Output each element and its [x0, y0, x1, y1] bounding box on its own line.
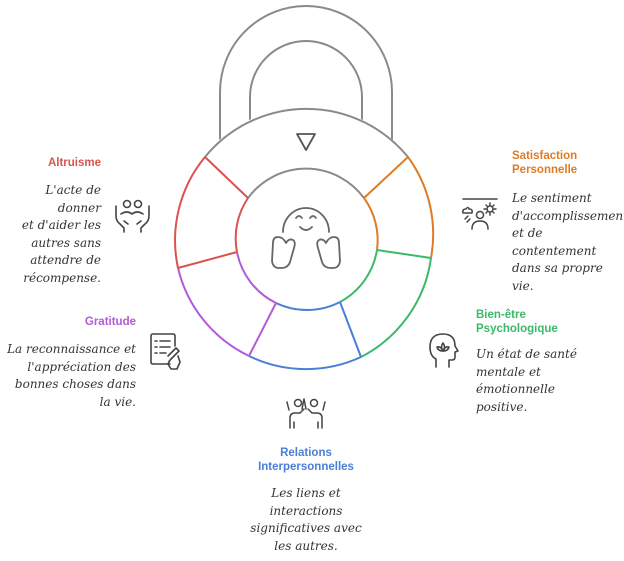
high-five-icon	[286, 398, 326, 429]
bienetre-title: Bien-être Psychologique	[476, 309, 558, 335]
relations-outer-arc	[248, 355, 362, 371]
bienetre-description: Un état de santé mentale et émotionnelle…	[476, 347, 577, 414]
satisfaction-title: Satisfaction Personnelle	[512, 150, 578, 176]
inner-top-arc	[247, 167, 365, 199]
padlock-top-arc	[204, 107, 409, 158]
satisfaction-description: Le sentiment d'accomplissement et de con…	[512, 191, 624, 293]
divider-altruisme-top	[204, 156, 249, 199]
gratitude-description: La reconnaissance et l'appréciation des …	[7, 342, 136, 409]
padlock-shackle-inner	[249, 40, 363, 121]
altruisme-title: Altruisme	[47, 157, 101, 169]
divider-relations-gratitude	[248, 302, 277, 357]
bienetre-outer-arc	[360, 257, 432, 358]
lock-indicator-icon	[296, 133, 316, 151]
gratitude-outer-arc	[177, 267, 250, 357]
altruisme-description: L'acte de donner et d'aider les autres s…	[21, 183, 101, 285]
padlock-shackle	[219, 5, 393, 140]
altruisme-outer-arc	[174, 156, 206, 269]
altruisme-inner-arc	[234, 197, 249, 253]
divider-satisfaction-bienetre	[376, 249, 432, 259]
divider-satisfaction-top	[363, 156, 409, 199]
lotus-head-icon	[429, 333, 459, 368]
helping-hands-icon	[115, 199, 150, 233]
gratitude-inner-arc	[236, 251, 277, 304]
relations-description: Les liens et interactions significatives…	[250, 486, 362, 553]
writing-list-icon	[150, 333, 181, 370]
gratitude-title: Gratitude	[84, 316, 136, 328]
satisfaction-outer-arc	[407, 156, 435, 259]
padlock-body	[175, 107, 437, 369]
relations-inner-arc	[275, 301, 341, 312]
divider-altruisme-gratitude	[177, 251, 238, 269]
divider-bienetre-relations	[339, 301, 362, 358]
relations-title: Relations Interpersonnelles	[258, 447, 354, 473]
bienetre-inner-arc	[339, 249, 378, 303]
satisfaction-inner-arc	[363, 197, 379, 251]
sun-weather-person-icon	[462, 198, 498, 230]
happy-face-icon	[271, 207, 341, 269]
